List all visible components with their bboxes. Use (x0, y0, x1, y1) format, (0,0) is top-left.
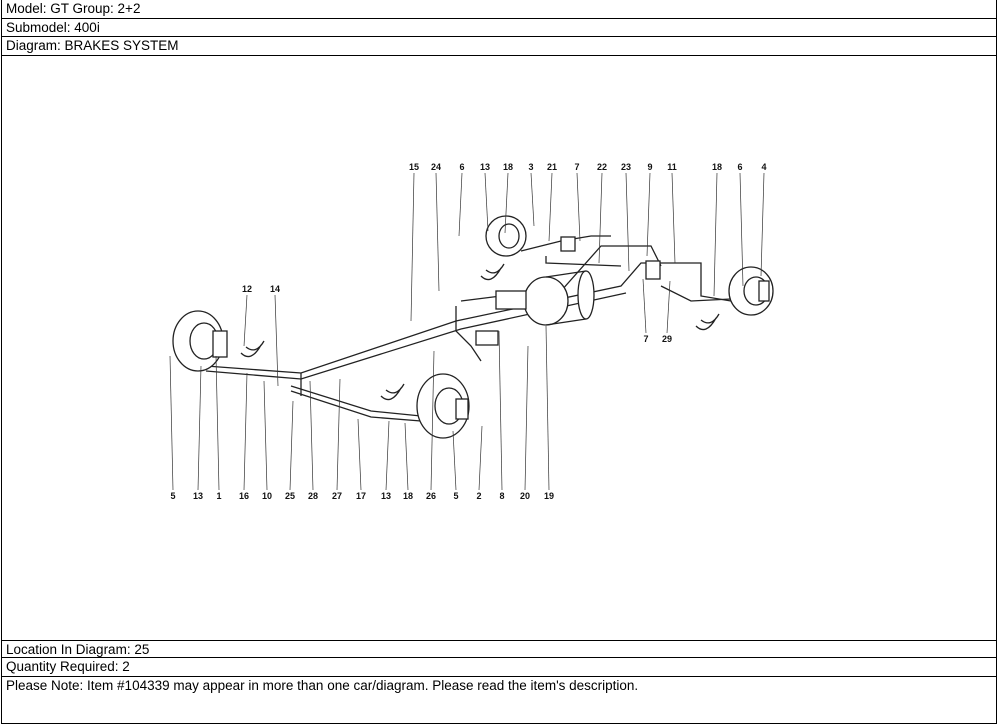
part-callout-19: 19 (544, 491, 554, 501)
leader-line (169, 355, 174, 491)
part-callout-13: 13 (480, 162, 490, 172)
leader-line (498, 330, 503, 491)
part-callout-29: 29 (662, 334, 672, 344)
part-callout-12: 12 (242, 284, 252, 294)
leader-line (642, 278, 647, 334)
part-callout-18: 18 (403, 491, 413, 501)
part-callout-7: 7 (574, 162, 579, 172)
part-callout-17: 17 (356, 491, 366, 501)
part-callout-14: 14 (270, 284, 280, 294)
leader-line (739, 172, 744, 287)
leader-line (504, 172, 509, 234)
part-callout-5: 5 (453, 491, 458, 501)
leader-line (263, 380, 268, 491)
leader-line (309, 380, 314, 491)
leader-line (336, 378, 341, 491)
leader-line (452, 430, 457, 491)
part-callout-16: 16 (239, 491, 249, 501)
part-callout-24: 24 (431, 162, 441, 172)
leader-line (671, 172, 676, 264)
leader-line (243, 294, 248, 347)
leader-line (530, 172, 535, 227)
leader-line (524, 345, 529, 491)
submodel-row: Submodel: 400i (1, 18, 997, 36)
leader-line (713, 172, 718, 297)
leader-line (760, 172, 765, 277)
part-callout-4: 4 (761, 162, 766, 172)
leader-line (289, 400, 294, 491)
part-callout-5: 5 (170, 491, 175, 501)
part-callout-28: 28 (308, 491, 318, 501)
part-callout-7: 7 (643, 334, 648, 344)
part-callout-9: 9 (647, 162, 652, 172)
leader-line (410, 172, 415, 322)
part-callout-8: 8 (499, 491, 504, 501)
leader-line (274, 294, 279, 387)
leader-line (357, 418, 362, 491)
part-callout-22: 22 (597, 162, 607, 172)
part-callout-21: 21 (547, 162, 557, 172)
leader-line (598, 172, 603, 264)
part-callout-13: 13 (193, 491, 203, 501)
part-callout-2: 2 (476, 491, 481, 501)
part-callout-1: 1 (216, 491, 221, 501)
part-callout-18: 18 (712, 162, 722, 172)
leader-line (646, 172, 651, 257)
leader-line (625, 172, 630, 272)
leader-line (385, 420, 390, 491)
location-row: Location In Diagram: 25 (1, 640, 997, 657)
part-callout-27: 27 (332, 491, 342, 501)
note-row: Please Note: Item #104339 may appear in … (1, 676, 997, 724)
part-callout-25: 25 (285, 491, 295, 501)
leader-line (197, 365, 202, 491)
leader-line (548, 172, 553, 242)
leader-line (430, 350, 435, 491)
part-callout-20: 20 (520, 491, 530, 501)
leader-line (478, 425, 483, 491)
part-callout-15: 15 (409, 162, 419, 172)
part-callout-11: 11 (667, 162, 677, 172)
model-row: Model: GT Group: 2+2 (1, 0, 997, 18)
leader-line (484, 172, 489, 232)
leader-line (435, 172, 440, 292)
leader-line (666, 280, 671, 334)
leader-line (545, 325, 550, 491)
part-callout-6: 6 (459, 162, 464, 172)
leader-line (404, 422, 409, 491)
quantity-row: Quantity Required: 2 (1, 657, 997, 676)
part-callout-6: 6 (737, 162, 742, 172)
part-callout-13: 13 (381, 491, 391, 501)
part-callout-10: 10 (262, 491, 272, 501)
leader-line (458, 172, 463, 237)
leader-line (215, 355, 220, 491)
leader-line (576, 172, 581, 242)
part-callout-23: 23 (621, 162, 631, 172)
leader-line (243, 372, 248, 491)
part-callout-26: 26 (426, 491, 436, 501)
part-callout-18: 18 (503, 162, 513, 172)
part-callout-3: 3 (528, 162, 533, 172)
diagram-title-row: Diagram: BRAKES SYSTEM (1, 36, 997, 55)
